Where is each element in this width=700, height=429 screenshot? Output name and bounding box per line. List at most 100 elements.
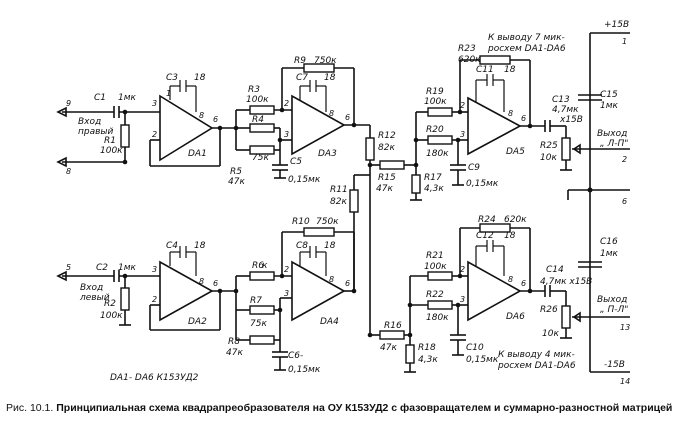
- opamp-da4: [291, 260, 346, 322]
- pin-da3-8: 8: [329, 109, 334, 118]
- resistor-r19: [427, 107, 453, 117]
- value-c8: 18: [324, 241, 336, 251]
- label-r5: R5: [230, 167, 242, 177]
- output-top-line1: Выход: [597, 129, 627, 139]
- terminal-1: 1: [622, 37, 627, 46]
- label-r24: R24: [478, 215, 496, 225]
- label-c5: C5: [290, 157, 302, 167]
- value-r22: 180к: [426, 313, 449, 323]
- value-r25: 10к: [540, 153, 557, 163]
- label-r19: R19: [426, 87, 444, 97]
- value-c1: 1мк: [118, 93, 137, 103]
- resistor-r22: [427, 300, 453, 310]
- caption-text: Принципиальная схема квадрапреобразовате…: [56, 402, 673, 414]
- pin-da3-3: 3: [284, 130, 289, 139]
- value-r21: 100к: [424, 262, 447, 272]
- input-left-line1: Вход: [80, 283, 103, 293]
- terminal-5: 5: [66, 263, 71, 272]
- pin-da5-8: 8: [508, 109, 513, 118]
- label-c6: C6-: [288, 351, 303, 361]
- value-r24: 620к: [504, 215, 527, 225]
- value-r9: 750к: [314, 56, 337, 66]
- value-c3: 18: [194, 73, 206, 83]
- label-r7: R7: [250, 296, 262, 306]
- value-r20: 180к: [426, 149, 449, 159]
- circuit-diagram: +15В -15В К выводу 7 мик- росхем DA1-DA6…: [56, 20, 630, 386]
- label-r11: R11: [330, 185, 348, 195]
- pin-da2-3: 3: [152, 265, 157, 274]
- value-r18: 4,3к: [418, 355, 438, 365]
- caption-prefix: Рис. 10.1.: [6, 402, 54, 414]
- label-r23: R23: [458, 44, 476, 54]
- label-r22: R22: [426, 290, 444, 300]
- label-c15: C15: [600, 90, 618, 100]
- note-bot-line1: К выводу 4 мик-: [498, 350, 575, 360]
- pin-da1-8: 8: [199, 111, 204, 120]
- label-da5: DA5: [506, 147, 525, 157]
- value-r11: 82к: [330, 197, 347, 207]
- value-c2: 1мк: [118, 263, 137, 273]
- label-c4: C4: [166, 241, 178, 251]
- value-c12: 18: [504, 231, 516, 241]
- label-r16: R16: [384, 321, 402, 331]
- pin-da5-2: 2: [460, 101, 465, 110]
- label-r21: R21: [426, 251, 444, 261]
- resistor-r6: [249, 271, 275, 281]
- value-r12: 82к: [378, 143, 395, 153]
- resistor-r15: [379, 160, 405, 170]
- pin-da6-2: 2: [460, 265, 465, 274]
- pin-da4-3: 3: [284, 289, 289, 298]
- label-r1: R1: [104, 136, 116, 146]
- pin-da1-3: 3: [152, 99, 157, 108]
- resistor-r3: [249, 105, 275, 115]
- label-r8: R8: [228, 337, 240, 347]
- resistor-r10: [303, 227, 335, 237]
- label-da4: DA4: [320, 317, 339, 327]
- resistor-r2: [120, 287, 130, 311]
- terminal-14: 14: [620, 377, 630, 386]
- label-c10: C10: [466, 343, 484, 353]
- ic-type-note: DA1- DA6 К153УД2: [110, 373, 199, 383]
- lower-channel: [56, 223, 630, 373]
- label-c9: C9: [468, 163, 480, 173]
- value-c16: 1мк: [600, 249, 619, 259]
- resistor-r1: [120, 124, 130, 148]
- terminal-arrow-8: [56, 156, 67, 168]
- resistor-r23: [479, 55, 511, 65]
- terminal-6: 6: [622, 197, 627, 206]
- resistor-r8: [249, 335, 275, 345]
- pin-da2-8: 8: [199, 277, 204, 286]
- value-c9: 0,15мк: [466, 179, 499, 189]
- label-r12: R12: [378, 131, 396, 141]
- label-da6: DA6: [506, 312, 525, 322]
- value-c11: 18: [504, 65, 516, 75]
- label-power-neg: -15В: [604, 360, 625, 370]
- note-bot-line2: росхем DA1-DA6: [497, 361, 576, 371]
- resistor-r21: [427, 271, 453, 281]
- resistor-r26: [561, 305, 571, 329]
- resistor-r4: [249, 123, 275, 133]
- value-r7: 75к: [250, 319, 267, 329]
- pin-da6-3: 3: [460, 295, 465, 304]
- value-r1: 100к: [100, 146, 123, 156]
- pin-da5-3: 3: [460, 130, 465, 139]
- label-r26: R26: [540, 305, 558, 315]
- resistor-r11: [349, 189, 359, 213]
- pin-da1-2: 2: [152, 130, 157, 139]
- label-r17: R17: [424, 173, 442, 183]
- pin-da1-1: 1: [166, 89, 171, 98]
- label-da3: DA3: [318, 149, 337, 159]
- label-c16: C16: [600, 237, 618, 247]
- value-r4: 75к: [252, 153, 269, 163]
- terminal-9: 9: [66, 99, 71, 108]
- value-r2: 100к: [100, 311, 123, 321]
- value-c10: 0,15мк: [466, 355, 499, 365]
- label-r18: R18: [418, 343, 436, 353]
- output-bot-line2: „ П-Л": [600, 305, 628, 315]
- label-r10: R10: [292, 217, 310, 227]
- pin-da1-6: 6: [213, 115, 218, 124]
- label-r9: R9: [294, 56, 306, 66]
- label-r2: R2: [104, 299, 116, 309]
- value-c14: 4,7мк x15В: [540, 277, 592, 287]
- terminal-2: 2: [622, 155, 627, 164]
